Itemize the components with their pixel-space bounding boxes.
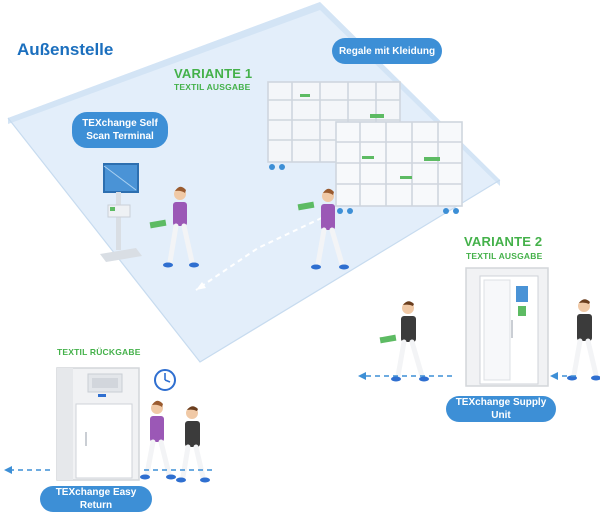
easy-return-label-text: TEXchange Easy Return (55, 487, 137, 511)
person-purple-racks (311, 188, 349, 270)
variant2-subheading: TEXTIL AUSGABE (466, 251, 543, 261)
easy-return-label: TEXchange Easy Return (40, 486, 152, 512)
rack-front (335, 121, 463, 207)
rack-wheel (279, 164, 285, 170)
person-purple-return (140, 400, 176, 480)
variant1-subheading: TEXTIL AUSGABE (174, 82, 251, 92)
rack-wheel (337, 208, 343, 214)
location-title: Außenstelle (17, 40, 114, 59)
supply-unit-label-text: TEXchange Supply Unit (455, 397, 547, 421)
racks-label-text: Regale mit Kleidung (338, 45, 436, 57)
variant1-heading: VARIANTE 1 (174, 66, 253, 81)
terminal-label-line1: TEXchange Self (82, 118, 158, 129)
self-scan-terminal (100, 163, 142, 262)
rack-wheel (347, 208, 353, 214)
room-front-edge (7, 117, 501, 363)
path-inside-room (195, 213, 331, 291)
supply-unit-label: TEXchange Supply Unit (446, 396, 556, 422)
racks-label: Regale mit Kleidung (332, 38, 442, 64)
arrowhead (4, 466, 12, 474)
arrowhead (550, 372, 558, 380)
room-back-wall-top (8, 2, 320, 124)
person-dark-variant2-right (567, 299, 600, 381)
arrowhead (358, 372, 366, 380)
terminal-label: TEXchange Self Scan Terminal (72, 112, 168, 148)
rack-wheel (269, 164, 275, 170)
easy-return-machine (56, 367, 140, 481)
rack-wheel (453, 208, 459, 214)
supply-unit-cabinet (465, 267, 549, 387)
cloth-item (379, 334, 397, 344)
person-dark-return (176, 406, 210, 483)
cloth-item (149, 219, 167, 229)
cloth-item (297, 201, 315, 211)
variant2-heading: VARIANTE 2 (464, 234, 543, 249)
terminal-label-line2: Scan Terminal (86, 131, 154, 142)
person-dark-variant2-left (391, 301, 429, 382)
clock-icon (154, 369, 176, 391)
return-heading: TEXTIL RÜCKGABE (57, 347, 141, 357)
rack-wheel (443, 208, 449, 214)
path-arrowhead (196, 282, 206, 290)
person-purple-terminal (163, 186, 199, 268)
